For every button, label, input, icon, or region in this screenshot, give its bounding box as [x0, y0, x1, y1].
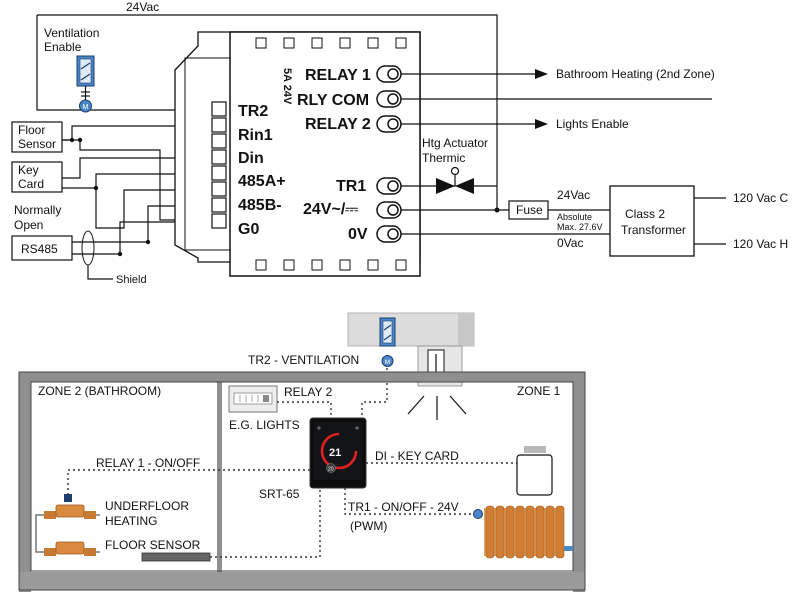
transformer-label-line2: Transformer — [621, 223, 686, 237]
ventilation-fan-icon-2: M — [379, 317, 396, 367]
lights-enable-label: Lights Enable — [556, 117, 629, 131]
terminal-24v: 24V~/⎓ — [303, 201, 358, 218]
supply-h-label: 120 Vac H — [733, 237, 788, 251]
zone1-label: ZONE 1 — [517, 384, 561, 398]
top-24vac-wire — [37, 14, 498, 210]
zone-floorplan: TR2 - VENTILATION M ZONE 2 (BATHROOM) ZO… — [18, 312, 586, 592]
zero-vac-label: 0Vac — [557, 236, 583, 250]
terminal-relay2: RELAY 2 — [305, 116, 371, 133]
terminal-din: Din — [238, 150, 264, 167]
thermostat-temp: 21 — [329, 447, 341, 459]
floor-sensor-probe — [141, 552, 211, 562]
shield-lead — [87, 265, 113, 280]
terminal-485a: 485A+ — [238, 173, 286, 190]
terminal-0v: 0V — [348, 226, 368, 243]
transformer-label-line1: Class 2 — [625, 207, 665, 221]
terminal-relay1: RELAY 1 — [305, 67, 371, 84]
htg-actuator-label-line2: Thermic — [422, 151, 465, 165]
ventilation-dotted-link — [361, 368, 388, 418]
supply-c-label: 120 Vac C — [733, 191, 788, 205]
rs485-box — [11, 235, 73, 261]
transformer-box — [609, 185, 695, 257]
di-key-card-label: DI - KEY CARD — [375, 449, 459, 463]
tr1-dotted-link — [344, 488, 478, 515]
key-card-label-line1: Key — [18, 163, 39, 177]
floor-sensor-label-line2: Sensor — [18, 137, 56, 151]
ventilation-label-line2: Enable — [44, 40, 82, 54]
key-card-reader-icon — [516, 446, 553, 496]
terminal-g0: G0 — [238, 221, 259, 238]
absolute-label-line1: Absolute — [557, 212, 592, 222]
shield-label: Shield — [116, 274, 147, 286]
ventilation-wire — [36, 15, 218, 111]
thermostat-srt65: 21 20 — [309, 417, 367, 489]
ventilation-label-line1: Ventilation — [44, 26, 99, 40]
rating-label: 5A 24V — [281, 68, 293, 105]
floor-sensor-plan-label: FLOOR SENSOR — [105, 538, 201, 552]
terminal-485b: 485B- — [238, 197, 282, 214]
pwm-label: (PWM) — [350, 519, 387, 533]
ventilation-duct — [347, 312, 475, 420]
fuse-box — [508, 200, 549, 220]
terminal-rin1: Rin1 — [238, 127, 273, 144]
right-screw-terminals — [376, 65, 402, 243]
floor-sensor-dotted-link — [210, 488, 321, 558]
radiator-icon — [473, 505, 573, 559]
normally-open-line1: Normally — [14, 203, 61, 217]
light-switch-icon — [228, 385, 278, 413]
thermostat-setpoint: 20 — [328, 467, 334, 473]
zone2-label: ZONE 2 (BATHROOM) — [38, 384, 161, 398]
wiring-diagram: 24Vac Ventilation Enable M Floor Sensor … — [11, 0, 788, 286]
ventilation-fan-icon: M — [76, 55, 95, 113]
valve-icon — [436, 166, 474, 194]
relay1-label: RELAY 1 - ON/OFF — [96, 456, 200, 470]
key-card-label-line2: Card — [18, 177, 44, 191]
building-walls — [18, 371, 586, 592]
fuse-label: Fuse — [516, 203, 543, 217]
bathroom-heating-label: Bathroom Heating (2nd Zone) — [556, 67, 715, 81]
srt65-label: SRT-65 — [259, 487, 300, 501]
tr2-ventilation-label: TR2 - VENTILATION — [248, 353, 359, 367]
rs485-label: RS485 — [21, 242, 58, 256]
relay1-dotted-link — [67, 469, 310, 494]
underfloor-label-line1: UNDERFLOOR — [105, 499, 189, 513]
relay2-dotted-link — [277, 401, 332, 418]
floor-sensor-box — [11, 121, 63, 153]
normally-open-line2: Open — [14, 218, 43, 232]
relay2-label: RELAY 2 — [284, 385, 333, 399]
svg-text:M: M — [385, 359, 390, 366]
underfloor-heating-icon — [35, 494, 100, 556]
terminal-rly-com: RLY COM — [297, 92, 369, 109]
underfloor-label-line2: HEATING — [105, 514, 157, 528]
absolute-label-line2: Max. 27.6V — [557, 222, 603, 232]
svg-text:M: M — [83, 104, 89, 111]
eg-lights-label: E.G. LIGHTS — [229, 418, 300, 432]
terminal-tr1: TR1 — [336, 178, 366, 195]
htg-actuator-label-line1: Htg Actuator — [422, 136, 488, 150]
shield-ellipse — [81, 230, 95, 266]
right-wires — [401, 69, 726, 245]
top-voltage-label: 24Vac — [126, 0, 159, 14]
fuse-voltage-label: 24Vac — [557, 188, 590, 202]
key-card-box — [11, 161, 63, 193]
terminal-tr2: TR2 — [238, 103, 268, 120]
tr1-label: TR1 - ON/OFF - 24V — [348, 500, 459, 514]
floor-sensor-label-line1: Floor — [18, 123, 45, 137]
